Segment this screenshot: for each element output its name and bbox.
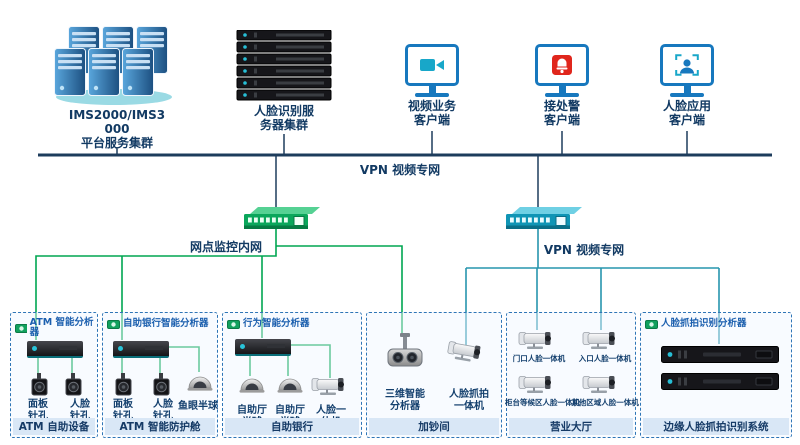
device-label: 人脸抓拍 一体机 — [449, 389, 489, 412]
node-label: IMS2000/IMS3 000 平台服务集群 — [68, 108, 166, 150]
device-label: 三维智能 分析器 — [385, 389, 425, 412]
stereo-analyzer-icon — [387, 333, 423, 367]
face-server-cluster: 人脸识别服 务器集群 — [236, 30, 332, 133]
monitor-icon — [660, 44, 714, 86]
dome-camera-icon — [277, 378, 303, 393]
platform-server-cluster: IMS2000/IMS3 000 平台服务集群 — [52, 26, 182, 150]
analyzer-icon — [227, 320, 240, 329]
monitor-stand — [558, 86, 566, 93]
monitor-icon — [535, 44, 589, 86]
branch-switch-label: 网点监控内网 — [189, 240, 262, 254]
device-label: 面板 针孔 — [113, 399, 133, 422]
analyzer-device — [235, 339, 291, 356]
pinhole-camera-icon — [153, 373, 170, 396]
zone-title: 自助银行智能分析器 — [123, 317, 209, 329]
server-cluster-icon — [52, 26, 172, 105]
branch-switch-icon — [244, 207, 320, 229]
zone-footer: ATM 智能防护舱 — [105, 418, 215, 435]
zone-footer: 营业大厅 — [509, 418, 633, 435]
pinhole-camera-icon — [115, 373, 132, 396]
device-label: 鱼眼半球 — [178, 401, 218, 412]
device-label: 柜台等候区人脸一体机 — [505, 398, 580, 407]
device-label: 面板 针孔 — [28, 399, 48, 422]
rack-server-icon — [236, 30, 332, 101]
face-recognition-icon — [675, 54, 699, 76]
zone-business-hall: 门口人脸一体机 入口人脸一体机 柜台等候区人脸一体机 其他区域人脸一体机 营业大… — [505, 312, 639, 438]
dome-camera-icon — [239, 378, 265, 393]
device-label: 入口人脸一体机 — [578, 354, 632, 363]
vpn-switch-label: VPN 视频专网 — [543, 243, 625, 257]
zone-edge-face-recognition: 人脸抓拍识别分析器 边缘人脸抓拍识别系统 — [640, 312, 792, 438]
monitor-stand — [683, 86, 691, 93]
node-label: 接处警 客户端 — [543, 99, 580, 127]
analyzer-icon — [107, 320, 120, 329]
video-client: 视频业务 客户端 — [402, 44, 462, 128]
zone-title-row: 人脸抓拍识别分析器 — [645, 318, 789, 329]
analyzer-icon — [15, 324, 27, 333]
bullet-camera-icon — [582, 376, 615, 393]
device-label: 人脸 针孔 — [70, 399, 90, 422]
face-app-client: 人脸应用 客户端 — [657, 44, 717, 128]
device-label: 门口人脸一体机 — [512, 354, 566, 363]
zone-footer: 边缘人脸抓拍识别系统 — [643, 418, 789, 435]
node-label: 人脸识别服 务器集群 — [253, 104, 314, 132]
bullet-camera-icon — [447, 341, 481, 362]
zone-atm-protection-cabin: 自助银行智能分析器 面板 针孔 人脸 针孔 鱼眼半球 ATM 智能防护舱 — [102, 312, 218, 438]
zone-title: ATM 智能分析器 — [29, 317, 94, 338]
alarm-icon — [552, 55, 572, 75]
analyzer-icon — [645, 320, 658, 329]
bullet-camera-icon — [582, 332, 615, 349]
backbone-label: VPN 视频专网 — [359, 163, 441, 177]
rack-unit-icon — [661, 373, 779, 390]
analyzer-device — [113, 341, 169, 358]
video-camera-icon — [420, 59, 444, 71]
vpn-switch-icon — [506, 207, 582, 229]
zone-title-row: 自助银行智能分析器 — [107, 318, 215, 329]
device-label: 人脸 针孔 — [153, 399, 173, 422]
zone-title-row: ATM 智能分析器 — [15, 318, 95, 337]
monitor-stand — [428, 86, 436, 93]
dome-camera-icon — [187, 376, 213, 391]
zone-title-row: 行为智能分析器 — [227, 318, 359, 329]
zone-footer: 自助银行 — [225, 418, 359, 435]
pinhole-camera-icon — [31, 373, 48, 396]
zone-title: 行为智能分析器 — [243, 317, 310, 329]
node-label: 视频业务 客户端 — [407, 99, 456, 127]
zone-footer: 加钞间 — [369, 418, 499, 435]
pinhole-camera-icon — [65, 373, 82, 396]
device-label: 其他区域人脸一体机 — [571, 398, 639, 407]
monitor-icon — [405, 44, 459, 86]
monitor-base — [670, 93, 704, 97]
node-label: 人脸应用 客户端 — [662, 99, 711, 127]
zone-self-service-bank: 行为智能分析器 自助厅 半球 自助厅 半球 人脸一 体机 自助银行 — [222, 312, 362, 438]
zone-cash-room: 三维智能 分析器 人脸抓拍 一体机 加钞间 — [366, 312, 502, 438]
bullet-camera-icon — [518, 376, 551, 393]
alarm-client: 接处警 客户端 — [532, 44, 592, 128]
monitor-base — [415, 93, 449, 97]
bullet-camera-icon — [518, 332, 551, 349]
bullet-camera-icon — [311, 378, 344, 395]
zone-footer: ATM 自助设备 — [13, 418, 95, 435]
monitor-base — [545, 93, 579, 97]
rack-unit-icon — [661, 346, 779, 363]
analyzer-device — [27, 341, 83, 358]
zone-atm-self-service: ATM 智能分析器 面板 针孔 人脸 针孔 ATM 自助设备 — [10, 312, 98, 438]
zone-title: 人脸抓拍识别分析器 — [661, 317, 747, 329]
